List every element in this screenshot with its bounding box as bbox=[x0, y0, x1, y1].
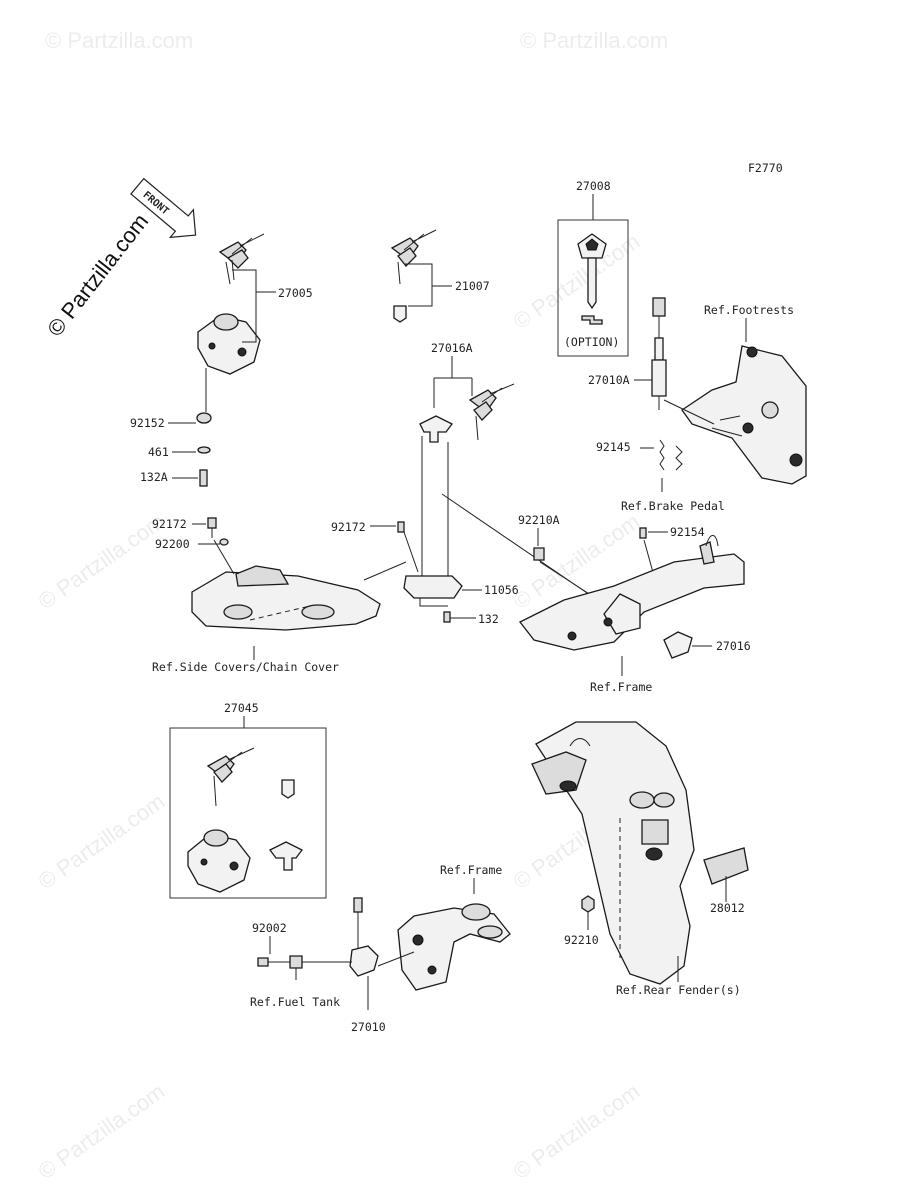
kit-27045-box bbox=[169, 727, 327, 899]
label-92210: 92210 bbox=[564, 933, 599, 947]
reflector-28012 bbox=[703, 847, 749, 885]
blank-key-icon bbox=[577, 233, 607, 310]
label-27045: 27045 bbox=[224, 701, 259, 715]
spring-icon bbox=[675, 445, 683, 471]
kit-key-icon bbox=[206, 747, 255, 807]
label-92154: 92154 bbox=[670, 525, 705, 539]
sensor-27016 bbox=[663, 631, 693, 659]
leader-27005 bbox=[232, 269, 257, 343]
ignition-lock-icon bbox=[197, 313, 261, 375]
key-cylinder-icon bbox=[393, 305, 407, 323]
key-set-21007 bbox=[390, 229, 437, 323]
label-92210A: 92210A bbox=[518, 513, 560, 527]
key-set-27016A bbox=[468, 383, 515, 441]
watermark: © Partzilla.com bbox=[34, 789, 170, 895]
label-27016: 27016 bbox=[716, 639, 751, 653]
nut-92152 bbox=[196, 412, 212, 424]
label-21007: 21007 bbox=[455, 279, 490, 293]
switch-body-27010A bbox=[651, 359, 667, 397]
kit-cylinder-icon bbox=[281, 779, 295, 799]
collar-92200 bbox=[219, 538, 229, 546]
watermark-prominent: © Partzilla.com bbox=[42, 209, 153, 341]
watermark: © Partzilla.com bbox=[509, 1079, 645, 1185]
key-tag-icon bbox=[581, 315, 603, 325]
bolt-92002 bbox=[257, 957, 269, 967]
bolt-92154 bbox=[639, 527, 647, 539]
connector-27010A bbox=[652, 297, 666, 317]
watermark: © Partzilla.com bbox=[45, 28, 193, 53]
washer-461 bbox=[197, 446, 211, 454]
label-27016A: 27016A bbox=[431, 341, 473, 355]
option-label: (OPTION) bbox=[564, 335, 619, 349]
key-icon bbox=[218, 233, 265, 285]
label-92172-mid: 92172 bbox=[331, 520, 366, 534]
bolt-132 bbox=[443, 611, 451, 623]
label-92152: 92152 bbox=[130, 416, 165, 430]
label-92172-left: 92172 bbox=[152, 517, 187, 531]
label-461: 461 bbox=[148, 445, 169, 459]
switch-27010 bbox=[349, 945, 379, 977]
figure-code: F2770 bbox=[748, 161, 783, 175]
label-27010A: 27010A bbox=[588, 373, 630, 387]
label-ref-frame-bottom: Ref.Frame bbox=[440, 863, 502, 877]
footrest-bracket-icon bbox=[681, 345, 807, 485]
label-ref-frame-top: Ref.Frame bbox=[590, 680, 652, 694]
watermark: © Partzilla.com bbox=[34, 1079, 170, 1185]
label-92200: 92200 bbox=[155, 537, 190, 551]
nut-92210A bbox=[533, 547, 545, 561]
label-92002: 92002 bbox=[252, 921, 287, 935]
watermark: © Partzilla.com bbox=[520, 28, 668, 53]
label-27010: 27010 bbox=[351, 1020, 386, 1034]
rear-fender-icon bbox=[531, 721, 695, 985]
label-28012: 28012 bbox=[710, 901, 745, 915]
watermark: © Partzilla.com bbox=[34, 509, 170, 615]
kit-lock-icon bbox=[187, 829, 251, 893]
label-11056: 11056 bbox=[484, 583, 519, 597]
watermark: © Partzilla.com bbox=[509, 229, 645, 335]
side-cover-icon bbox=[191, 565, 381, 631]
key-cylinder-27016A bbox=[419, 415, 453, 443]
label-ref-brake-pedal: Ref.Brake Pedal bbox=[621, 499, 725, 513]
label-ref-footrests: Ref.Footrests bbox=[704, 303, 794, 317]
bolt-92172-left bbox=[207, 517, 217, 529]
kit-bracket-icon bbox=[269, 841, 303, 871]
frame-icon bbox=[519, 535, 745, 651]
bolt-92172-mid bbox=[397, 521, 405, 533]
label-132A: 132A bbox=[140, 470, 168, 484]
option-key-box bbox=[557, 219, 629, 357]
nut-92210 bbox=[581, 895, 595, 913]
label-92145: 92145 bbox=[596, 440, 631, 454]
label-ref-fuel-tank: Ref.Fuel Tank bbox=[250, 995, 340, 1009]
label-132: 132 bbox=[478, 612, 499, 626]
key-set-27005 bbox=[197, 233, 265, 375]
label-ref-rear-fender: Ref.Rear Fender(s) bbox=[616, 983, 741, 997]
clip-icon bbox=[289, 955, 303, 969]
label-27008: 27008 bbox=[576, 179, 611, 193]
bolt-132A bbox=[199, 469, 208, 487]
bracket-11056 bbox=[403, 575, 463, 599]
label-ref-side-covers: Ref.Side Covers/Chain Cover bbox=[152, 660, 339, 674]
label-27005: 27005 bbox=[278, 286, 313, 300]
connector-27010 bbox=[353, 897, 363, 913]
frame-bracket-icon bbox=[397, 903, 511, 991]
